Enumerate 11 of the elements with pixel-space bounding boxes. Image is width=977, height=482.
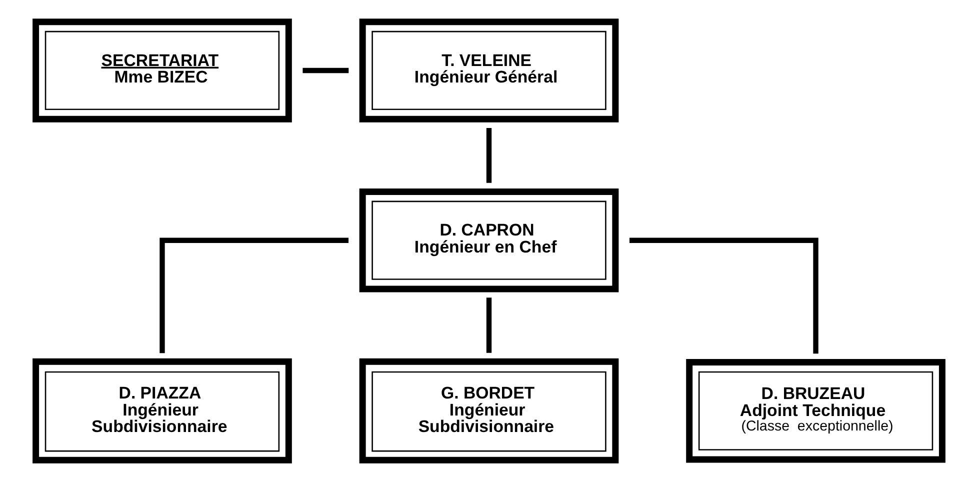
connector (159, 238, 348, 354)
node-box: D. PIAZZA Ingénieur Subdivisionnaire (32, 358, 292, 464)
connector (486, 128, 492, 183)
connector (486, 298, 492, 353)
connector (628, 238, 818, 354)
node-box: D. BRUZEAU Adjoint Technique (Classe exceptionnelle) (686, 359, 945, 463)
node-box: D. CAPRON Ingénieur en Chef (358, 188, 618, 292)
node-box: T. VELEINE Ingénieur Général (358, 18, 618, 122)
connector (302, 68, 348, 74)
node-box: SECRETARIAT Mme BIZEC (32, 18, 292, 122)
node-box: G. BORDET Ingénieur Subdivisionnaire (358, 358, 618, 464)
